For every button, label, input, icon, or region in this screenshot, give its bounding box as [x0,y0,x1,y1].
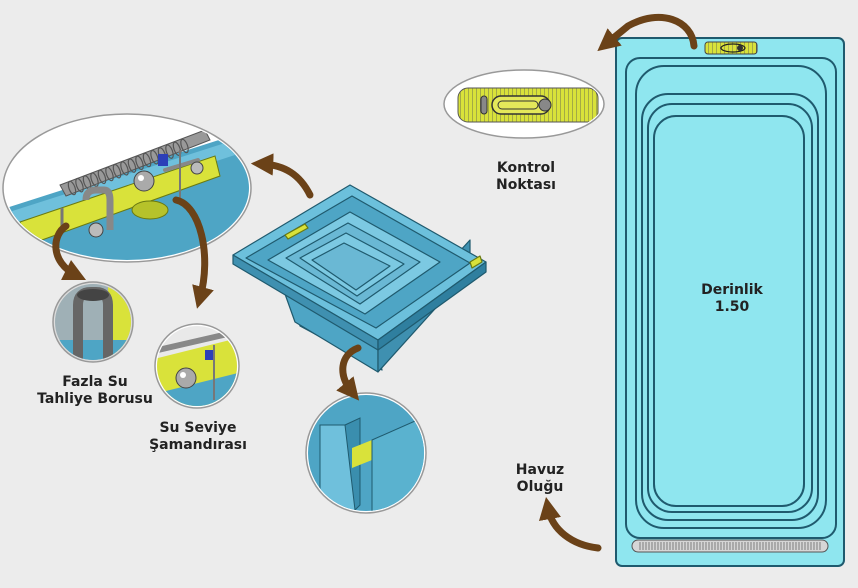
overflow-pipe-zoom [52,281,134,363]
gutter-grille [631,539,829,553]
callout-arrows [52,13,698,552]
float-label: Su Seviye Şamandırası [149,420,247,453]
depth-label: Derinlik 1.50 [701,282,763,315]
control-point-marker [704,41,758,55]
control-point-zoom [443,69,605,139]
control-point-label: Kontrol Noktası [496,160,556,193]
pool-edge-zoom [305,392,427,514]
gutter-detail-zoom [2,113,252,263]
isometric-pool [232,184,487,373]
pool-top-view [615,37,845,567]
float-zoom [154,323,240,409]
gutter-label: Havuz Oluğu [515,462,565,495]
overflow-pipe-label: Fazla Su Tahliye Borusu [37,374,153,407]
